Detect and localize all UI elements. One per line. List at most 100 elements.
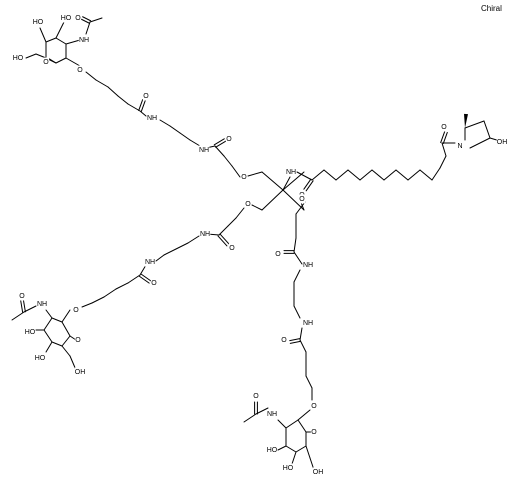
atom-pyrrolidine_oh: OH xyxy=(497,139,508,146)
core-bond xyxy=(282,171,305,191)
atom-label-background xyxy=(274,249,282,259)
arm-bond xyxy=(91,296,105,304)
atom-label-background xyxy=(228,243,236,253)
arm-bond xyxy=(155,254,165,262)
arm-bond xyxy=(214,145,225,157)
sugar1-ring-bond xyxy=(47,57,57,64)
carbonyl-bond xyxy=(440,131,446,144)
carbonyl-bond xyxy=(140,273,152,282)
sugar3-acetyl-bond xyxy=(243,413,257,423)
atom-label-background xyxy=(72,305,80,315)
atom-sug2_oh3: OH xyxy=(75,369,86,376)
sugar3-ring-bond xyxy=(285,445,297,453)
atom-sug2_ring_o: O xyxy=(75,337,81,344)
arm-bond xyxy=(295,201,306,215)
lipid-chain-bond xyxy=(323,169,337,181)
atom-label-background xyxy=(310,401,318,411)
atom-label-background xyxy=(142,91,150,101)
carbonyl-bond xyxy=(22,299,26,313)
chiral-flag: Chiral xyxy=(481,4,502,13)
atom-label-background xyxy=(285,167,297,177)
arm-bond xyxy=(175,242,189,250)
atom-amide_o4: O xyxy=(229,245,235,252)
pyrrolidine-ring-bond xyxy=(464,120,485,129)
arm-bond xyxy=(223,155,233,167)
sugar1-ring-bond xyxy=(65,57,81,67)
atom-sug3_oh3: OH xyxy=(313,469,324,476)
atom-label-background xyxy=(310,427,318,437)
arm-bond xyxy=(95,79,109,88)
atom-nh2: NH xyxy=(199,147,209,154)
atom-nh5: NH xyxy=(303,262,313,269)
atom-label-background xyxy=(36,299,48,309)
atom-label-background xyxy=(144,257,156,267)
carbonyl-bond xyxy=(82,16,92,22)
arm-bond xyxy=(218,225,229,236)
lipid-chain-bond xyxy=(407,169,421,181)
atom-label-background xyxy=(18,291,26,301)
arm-bond xyxy=(81,302,93,308)
atom-label-background xyxy=(456,141,464,151)
sugar2-ring-bond xyxy=(43,329,53,343)
arm-bond xyxy=(127,274,141,284)
arm-bond xyxy=(293,305,301,319)
amide-bond xyxy=(296,171,313,181)
atom-amide_o3: O xyxy=(151,280,157,287)
arm-bond xyxy=(187,235,200,244)
carbonyl-bond xyxy=(20,299,24,313)
carbonyl-bond xyxy=(289,340,301,344)
arm-bond xyxy=(159,119,171,127)
atom-sug1_oh3: HO xyxy=(13,55,24,62)
atom-label-background xyxy=(298,194,306,204)
lipid-chain-bond xyxy=(347,169,361,181)
lipid-chain-bond xyxy=(431,167,441,181)
arm-bond xyxy=(127,103,141,112)
lipid-chain-bond xyxy=(335,169,349,181)
sugar1-ring-bond xyxy=(55,57,67,64)
atom-label-background xyxy=(244,199,252,209)
atom-label-background xyxy=(312,467,324,477)
arm-bond xyxy=(169,125,181,134)
atom-label-background xyxy=(74,335,82,345)
bond-lines xyxy=(11,16,501,471)
atom-label-background xyxy=(240,172,248,182)
arm-bond xyxy=(251,204,263,211)
atom-amide_o7: O xyxy=(441,124,447,131)
sugar1-hydroxyl-bond xyxy=(39,27,47,43)
atom-sug3_nh: NH xyxy=(267,411,277,418)
atom-label-background xyxy=(496,137,508,147)
arm-bond xyxy=(299,339,307,353)
arm-bond xyxy=(179,132,191,141)
sugar2-ring-bond xyxy=(51,341,63,347)
atom-pyrrolidine_n: N xyxy=(457,143,462,150)
arm-bond xyxy=(227,217,237,227)
atom-label-background xyxy=(150,278,158,288)
core-bond xyxy=(261,171,284,191)
sugar1-nh-bond xyxy=(65,39,81,45)
sugar3-hydroxymethyl-bond xyxy=(305,445,311,459)
arm-bond xyxy=(231,165,241,178)
lipid-chain-bond xyxy=(419,169,433,181)
carbonyl-bond xyxy=(442,131,448,144)
atom-sug2_nh: NH xyxy=(37,301,47,308)
atom-sug3_oh1: HO xyxy=(267,447,278,454)
arm-bond xyxy=(139,264,147,276)
arm-bond xyxy=(305,375,313,389)
atom-sug3_glyco_o: O xyxy=(311,403,317,410)
arm-bond xyxy=(117,95,129,105)
carbonyl-bond xyxy=(213,138,225,146)
carbonyl-bond xyxy=(289,338,301,342)
carbonyl-bond xyxy=(140,99,146,112)
sugar1-ring-bond xyxy=(45,37,57,43)
atom-sug2_ac_o: O xyxy=(19,293,25,300)
methyl-wedge xyxy=(464,113,468,128)
arm-bond xyxy=(293,237,297,253)
atom-ether_o1: O xyxy=(241,174,247,181)
atom-label-background xyxy=(280,335,288,345)
arm-bond xyxy=(293,269,301,283)
sugar1-acetyl-bond xyxy=(89,17,103,23)
carbonyl-bond xyxy=(217,235,228,247)
arm-bond xyxy=(247,171,263,177)
sugar2-acetyl-bond xyxy=(11,311,25,321)
atom-nh1: NH xyxy=(147,115,157,122)
